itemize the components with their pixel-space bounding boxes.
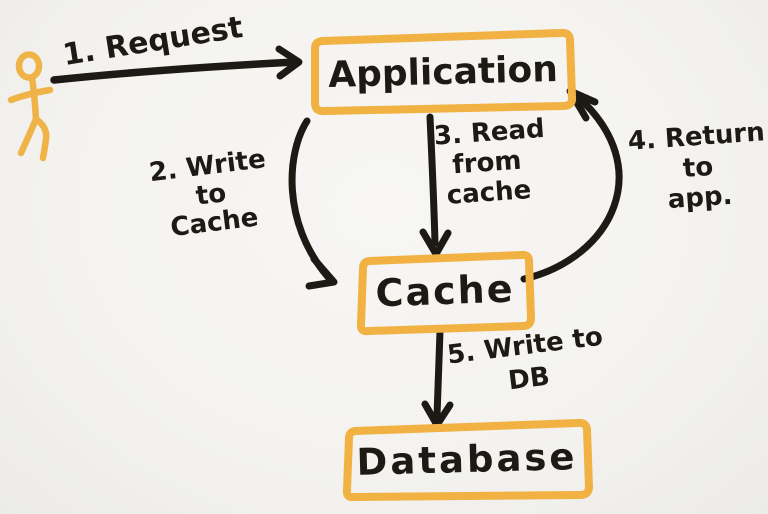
application-box — [311, 28, 577, 116]
request-arrow — [50, 45, 303, 84]
stick-figure-arms — [7, 86, 54, 104]
application-node-label: Application — [327, 48, 559, 96]
read-from-cache-label: 3. Read from cache — [433, 114, 546, 213]
write-to-cache-arrowhead — [305, 255, 338, 290]
stick-figure-right-leg — [32, 115, 50, 162]
cache-box — [356, 250, 535, 336]
read-from-cache-arrow — [419, 113, 452, 258]
request-arrowhead — [275, 45, 303, 80]
user-stick-figure-icon — [7, 51, 54, 162]
write-to-cache-arrow — [288, 117, 338, 290]
cache-node-label: Cache — [374, 266, 516, 316]
read-from-cache-arrowhead — [419, 228, 452, 258]
stick-figure-left-leg — [17, 115, 40, 157]
database-node-label: Database — [356, 434, 578, 484]
stick-figure-body — [28, 74, 40, 123]
write-to-cache-label: 2. Write to Cache — [145, 144, 277, 245]
stick-figure-head — [15, 51, 43, 81]
return-to-app-label: 4. Return to app. — [627, 117, 768, 218]
database-box — [342, 418, 593, 502]
